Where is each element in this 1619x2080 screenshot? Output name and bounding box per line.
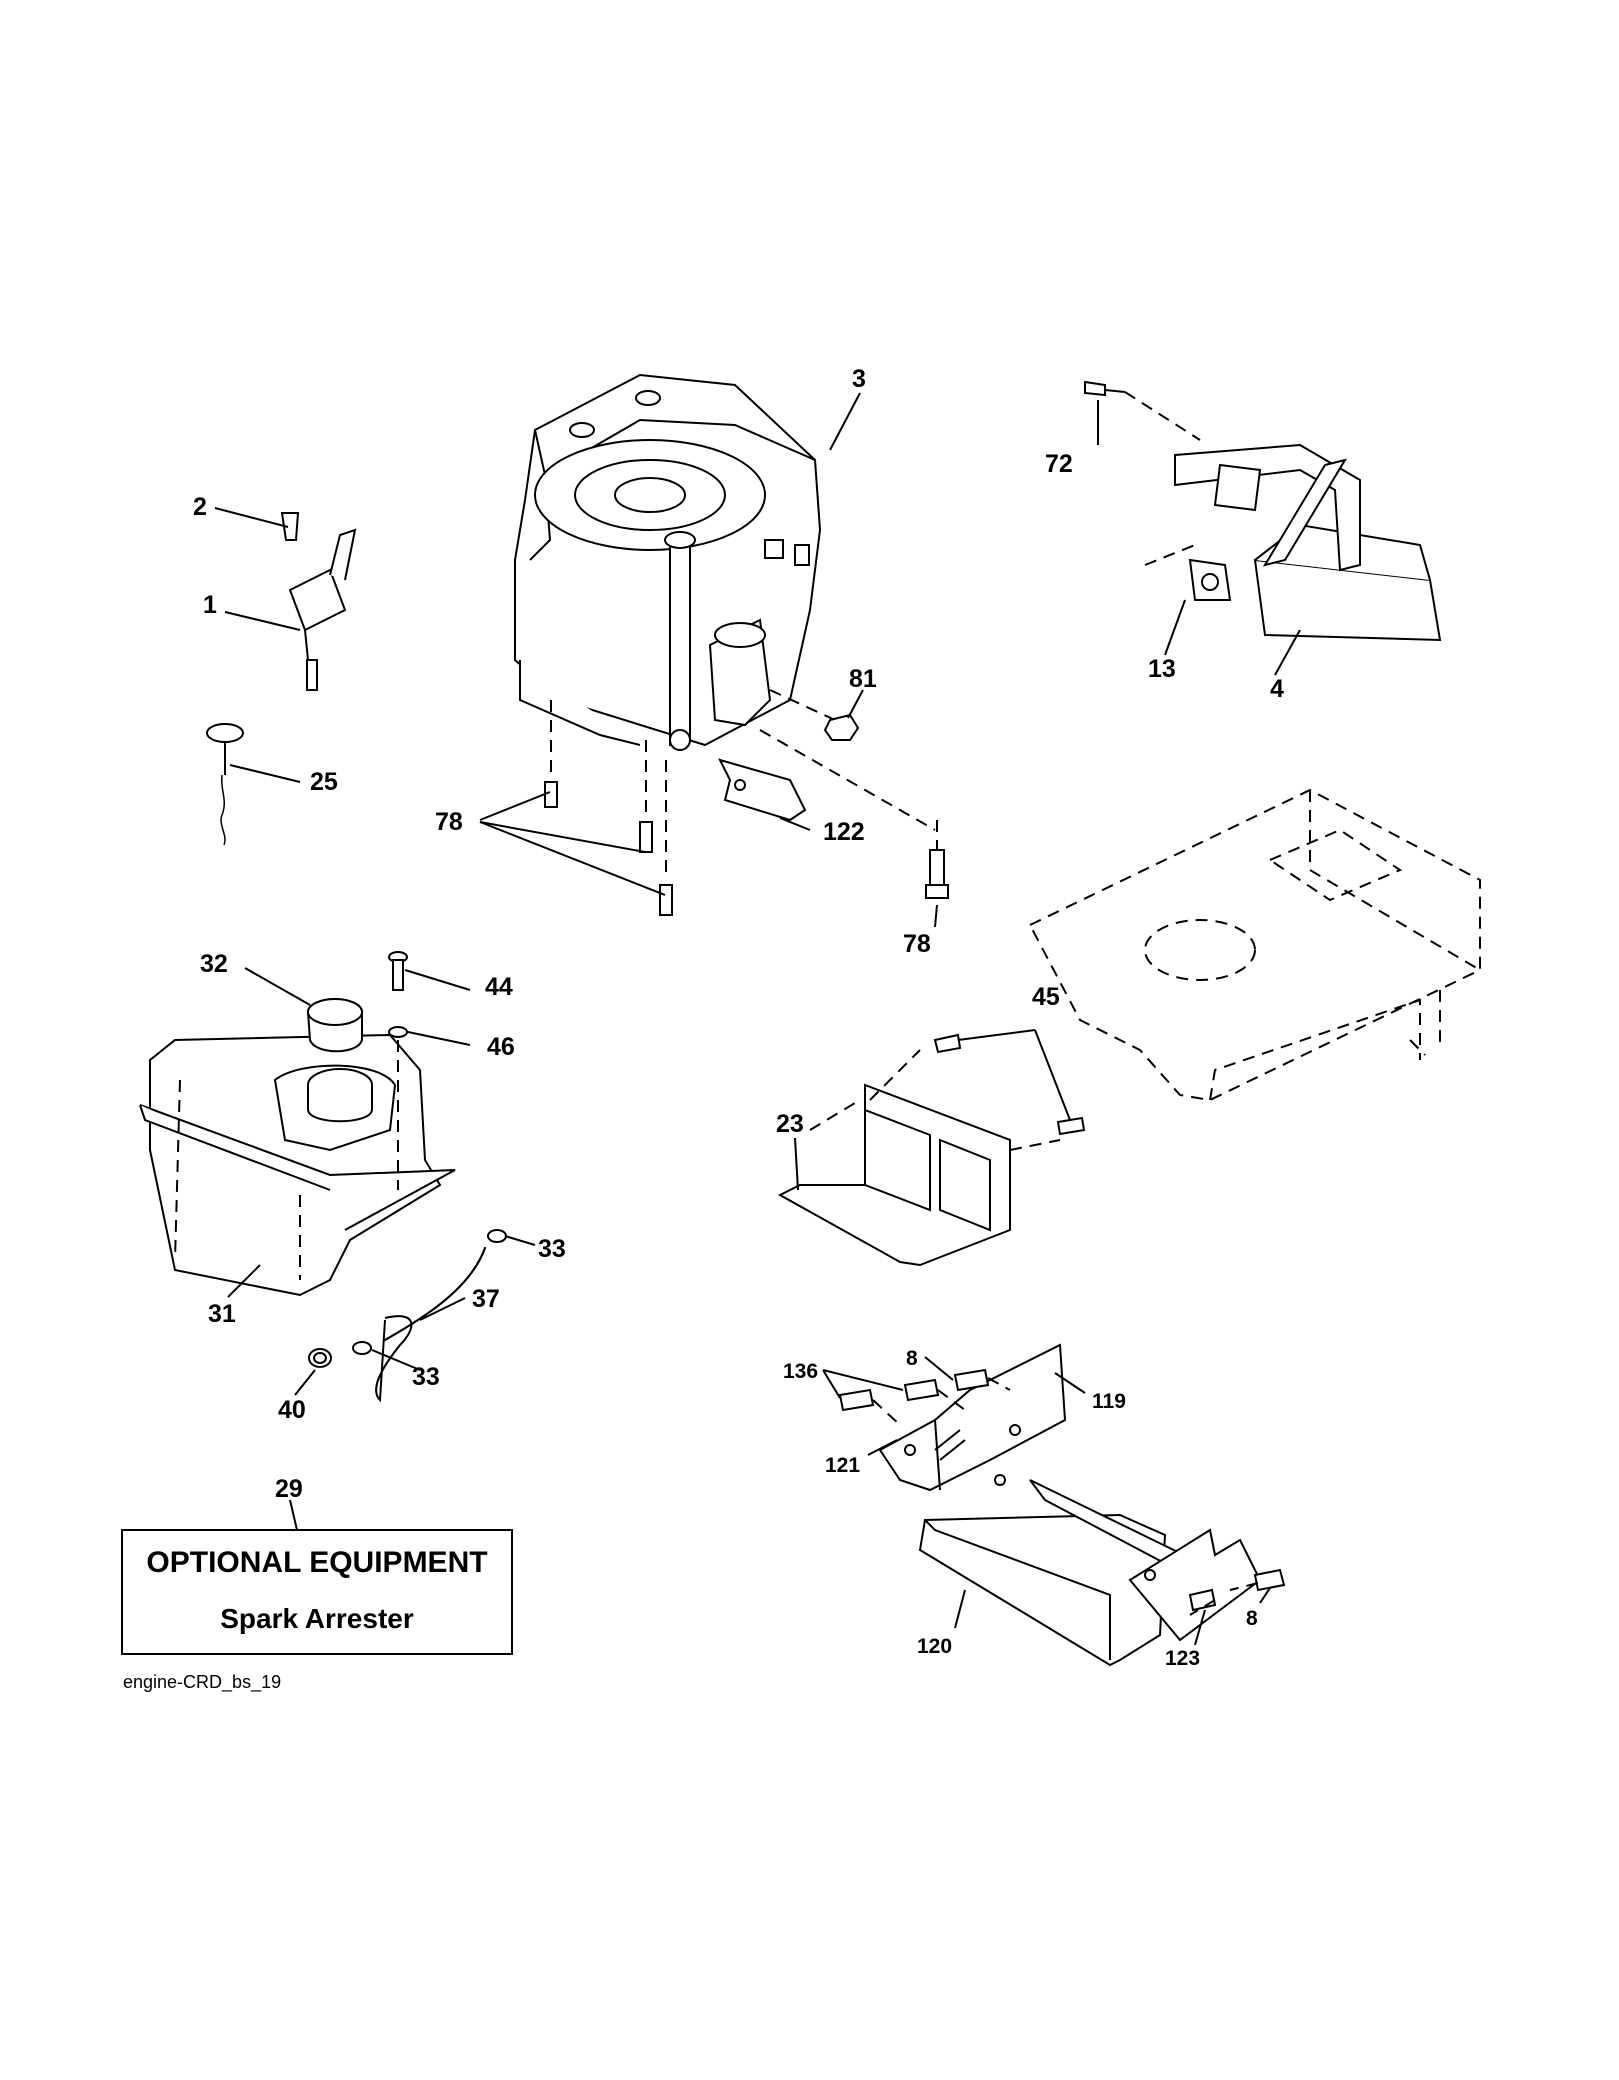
optional-equipment-title: OPTIONAL EQUIPMENT — [146, 1546, 487, 1579]
callout-31: 31 — [208, 1300, 236, 1328]
optional-equipment-subtitle: Spark Arrester — [220, 1603, 414, 1634]
callout-40: 40 — [278, 1396, 306, 1424]
callout-2: 2 — [193, 493, 207, 521]
callout-122: 122 — [823, 818, 865, 846]
callout-3: 3 — [852, 365, 866, 393]
engine-bolts — [544, 700, 949, 916]
callout-136: 136 — [783, 1360, 818, 1383]
choke-knob — [206, 723, 244, 846]
engine-assembly — [514, 373, 936, 831]
callout-46: 46 — [487, 1033, 515, 1061]
leader-lines — [214, 392, 1301, 1646]
callout-4: 4 — [1270, 675, 1284, 703]
callout-121: 121 — [825, 1454, 860, 1477]
figure-id: engine-CRD_bs_19 — [123, 1672, 281, 1693]
callout-8-a: 8 — [906, 1347, 918, 1370]
engine-bracket-assembly — [838, 1343, 1286, 1667]
muffler — [1174, 443, 1442, 642]
callout-23: 23 — [776, 1110, 804, 1138]
exhaust-gasket — [1144, 544, 1232, 601]
callout-44: 44 — [485, 973, 513, 1001]
callout-29: 29 — [275, 1475, 303, 1503]
fuel-hose — [308, 1229, 507, 1403]
callout-33-a: 33 — [538, 1235, 566, 1263]
heat-shield-23 — [777, 1033, 1086, 1267]
optional-equipment-box: OPTIONAL EQUIPMENT Spark Arrester — [121, 1529, 513, 1655]
callout-45: 45 — [1032, 983, 1060, 1011]
callout-13: 13 — [1148, 655, 1176, 683]
callout-33-b: 33 — [412, 1363, 440, 1391]
callout-32: 32 — [200, 950, 228, 978]
callout-123: 123 — [1165, 1647, 1200, 1670]
callout-78-b: 78 — [903, 930, 931, 958]
callout-78-a: 78 — [435, 808, 463, 836]
callout-8-b: 8 — [1246, 1607, 1258, 1630]
fuel-cap — [307, 998, 363, 1053]
callout-25: 25 — [310, 768, 338, 796]
callout-37: 37 — [472, 1285, 500, 1313]
fuel-tank — [139, 1033, 456, 1297]
bolt-72 — [1084, 380, 1201, 441]
bracket-122 — [718, 758, 807, 822]
callout-labels: 2 1 25 3 72 13 4 81 78 122 78 32 44 46 4… — [193, 365, 1284, 1670]
callout-1: 1 — [203, 591, 217, 619]
callout-81: 81 — [849, 665, 877, 693]
callout-119: 119 — [1092, 1390, 1126, 1413]
screw-44 — [388, 951, 408, 1190]
throttle-control — [280, 512, 357, 691]
callout-72: 72 — [1045, 450, 1073, 478]
chassis-frame — [1028, 788, 1481, 1102]
callout-120: 120 — [917, 1635, 952, 1658]
